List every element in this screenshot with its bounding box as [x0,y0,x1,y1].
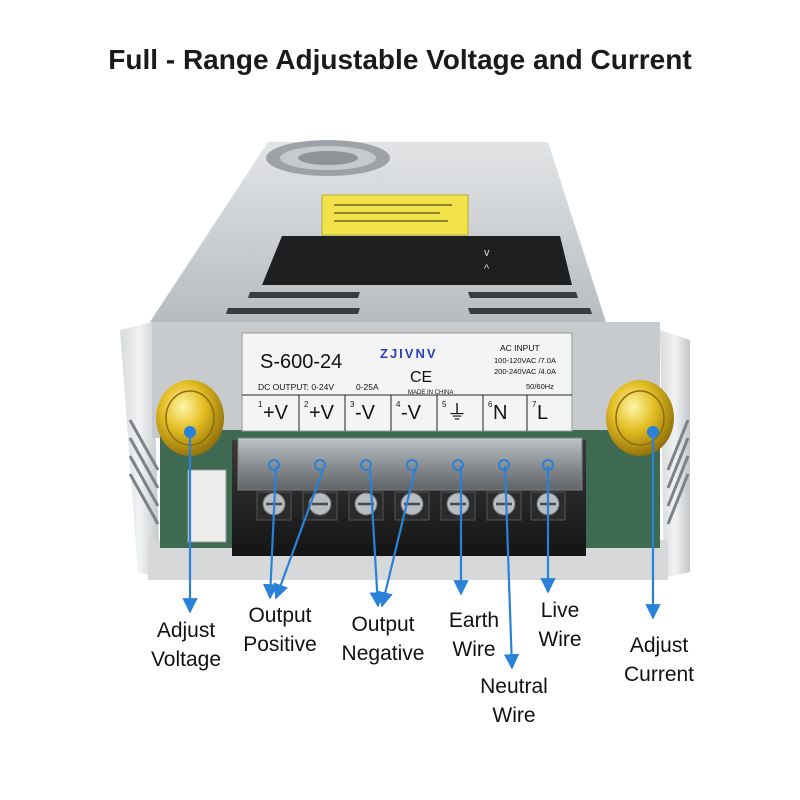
frequency-label: 50/60Hz [526,382,554,391]
terminal-cover [237,437,583,491]
terminal-symbol-5: ⏚ [447,402,467,424]
ce-mark: CE [410,369,432,386]
arrow-neutral-wire [503,465,520,670]
terminal-screw-5[interactable] [440,459,476,521]
ac-input-label: AC INPUT [500,343,540,353]
current-adjust-knob[interactable] [606,380,674,456]
terminal-number-1: 1 [258,400,263,409]
display-window [262,236,572,285]
terminal-number-7: 7 [532,400,537,409]
terminal-symbol-6: N [493,402,507,424]
terminal-number-6: 6 [488,400,493,409]
brand-logo: ZJIVNV [380,346,438,361]
dc-current: 0-25A [356,382,379,392]
terminal-number-2: 2 [304,400,309,409]
terminal-number-3: 3 [350,400,355,409]
terminal-symbol-4: -V [401,402,422,424]
arrow-output-positive-2 [273,469,325,600]
arrow-output-positive-1 [262,465,279,600]
terminal-symbol-7: L [537,402,548,424]
arrow-output-negative-2 [377,469,417,608]
arrow-output-negative-1 [368,469,385,608]
model-number: S-600-24 [260,351,342,373]
terminal-symbol-1: +V [263,402,289,424]
callout-arrows [182,426,661,670]
page-title: Full - Range Adjustable Voltage and Curr… [108,44,692,75]
made-in-label: MADE IN CHINA [408,390,453,396]
svg-text:v: v [484,247,490,259]
current-knob-dot [647,426,659,438]
spec-label [241,332,573,432]
warning-sticker [321,194,469,236]
terminal-number-5: 5 [442,400,447,409]
terminal-symbol-3: -V [355,402,376,424]
ac-line-2: 200-240VAC /4.0A [494,367,556,376]
terminal-number-4: 4 [396,400,401,409]
left-flange [120,322,160,578]
terminal-symbol-2: +V [309,402,335,424]
voltage-knob-dot [184,426,196,438]
ac-line-1: 100-120VAC /7.0A [494,356,556,365]
terminal-screw-6[interactable] [486,459,522,521]
dc-output-label: DC OUTPUT: 0-24V [258,382,334,392]
svg-text:^: ^ [484,263,490,275]
